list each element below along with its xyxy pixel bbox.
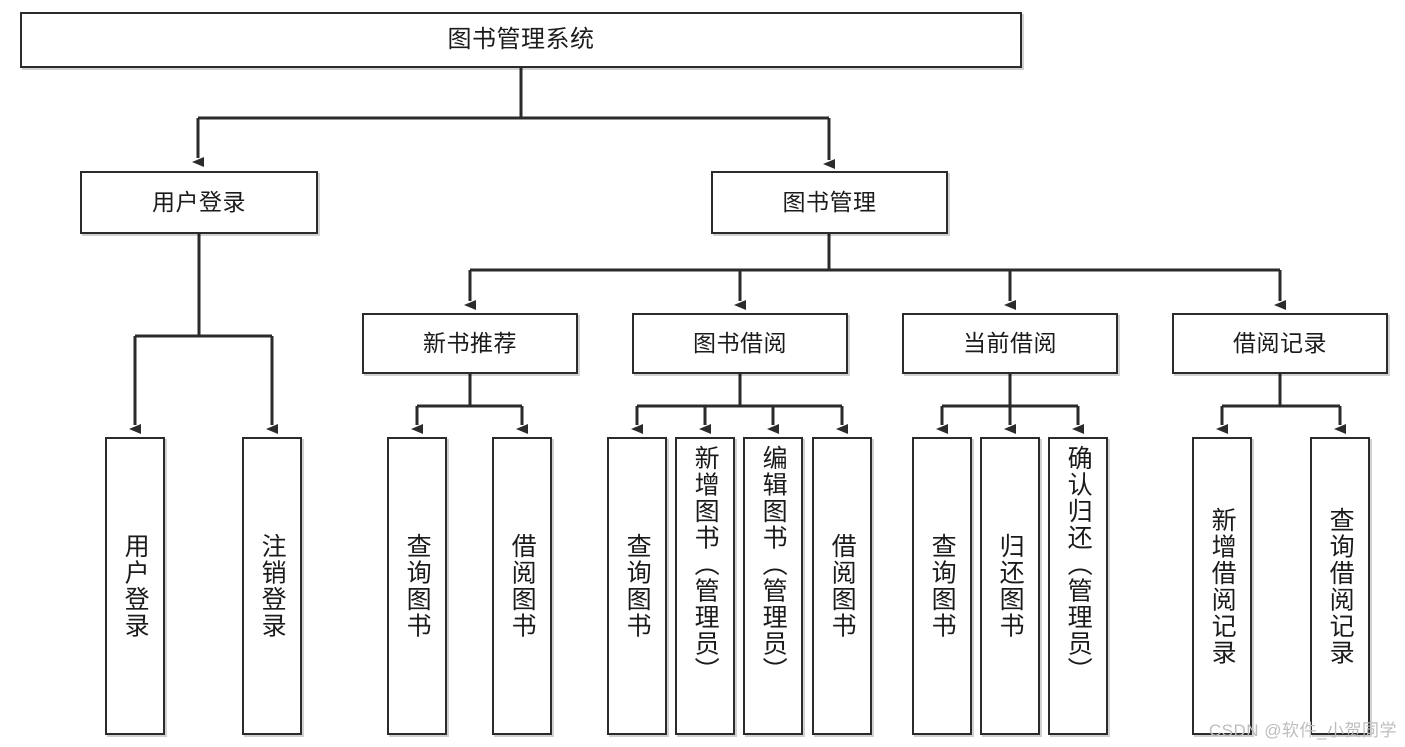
leaf-add-book[interactable]: 新增图书（管理员） <box>675 437 735 735</box>
leaf-borrow-book-1[interactable]: 借阅图书 <box>492 437 552 735</box>
leaf-query-book-2[interactable]: 查询图书 <box>607 437 667 735</box>
node-label: 新增图书（管理员） <box>691 445 720 684</box>
node-label: 当前借阅 <box>963 330 1057 357</box>
leaf-edit-book[interactable]: 编辑图书（管理员） <box>743 437 803 735</box>
node-label: 编辑图书（管理员） <box>759 445 788 684</box>
node-label: 新书推荐 <box>423 330 517 357</box>
node-label: 借阅记录 <box>1233 330 1327 357</box>
node-label: 图书借阅 <box>693 330 787 357</box>
node-label: 查询图书 <box>928 533 957 639</box>
node-label: 查询借阅记录 <box>1326 506 1355 666</box>
leaf-confirm-return[interactable]: 确认归还（管理员） <box>1048 437 1108 735</box>
leaf-query-record[interactable]: 查询借阅记录 <box>1310 437 1370 735</box>
node-label: 用户登录 <box>121 533 150 639</box>
node-label: 新增借阅记录 <box>1208 506 1237 666</box>
node-book-manage[interactable]: 图书管理 <box>711 171 948 234</box>
leaf-return-book[interactable]: 归还图书 <box>980 437 1040 735</box>
node-label: 查询图书 <box>403 533 432 639</box>
node-borrow-record[interactable]: 借阅记录 <box>1172 313 1388 374</box>
node-label: 借阅图书 <box>828 533 857 639</box>
node-current-borrow[interactable]: 当前借阅 <box>902 313 1118 374</box>
watermark: CSDN @软件_小贺同学 <box>1208 721 1397 740</box>
node-label: 归还图书 <box>996 533 1025 639</box>
node-root-book-management-system[interactable]: 图书管理系统 <box>20 12 1022 68</box>
node-label: 用户登录 <box>152 189 246 216</box>
node-label: 图书管理 <box>782 189 877 216</box>
node-book-borrow[interactable]: 图书借阅 <box>632 313 848 374</box>
node-label: 注销登录 <box>258 533 287 639</box>
node-label: 查询图书 <box>623 533 652 639</box>
leaf-logout-login[interactable]: 注销登录 <box>242 437 302 735</box>
node-label: 图书管理系统 <box>447 26 595 54</box>
leaf-query-book-3[interactable]: 查询图书 <box>912 437 972 735</box>
leaf-query-book-1[interactable]: 查询图书 <box>387 437 447 735</box>
node-label: 确认归还（管理员） <box>1064 445 1093 684</box>
leaf-user-login[interactable]: 用户登录 <box>105 437 165 735</box>
node-user-login[interactable]: 用户登录 <box>80 171 318 234</box>
leaf-add-record[interactable]: 新增借阅记录 <box>1192 437 1252 735</box>
leaf-borrow-book-2[interactable]: 借阅图书 <box>812 437 872 735</box>
node-label: 借阅图书 <box>508 533 537 639</box>
node-new-book-recommend[interactable]: 新书推荐 <box>362 313 578 374</box>
